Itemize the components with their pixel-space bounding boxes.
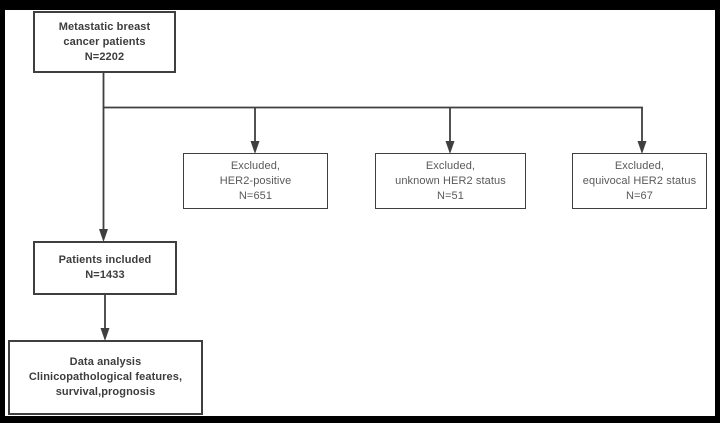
- box-data-analysis: Data analysis Clinicopathological featur…: [8, 340, 203, 415]
- box-metastatic-breast-cancer-patients: Metastatic breast cancer patients N=2202: [33, 11, 176, 73]
- box-excluded-unknown-her2-status: Excluded, unknown HER2 status N=51: [375, 153, 526, 209]
- box-patients-included: Patients included N=1433: [33, 241, 177, 295]
- box-excluded-her2-positive: Excluded, HER2-positive N=651: [183, 153, 328, 209]
- box-excluded-equivocal-her2-status: Excluded, equivocal HER2 status N=67: [572, 153, 707, 209]
